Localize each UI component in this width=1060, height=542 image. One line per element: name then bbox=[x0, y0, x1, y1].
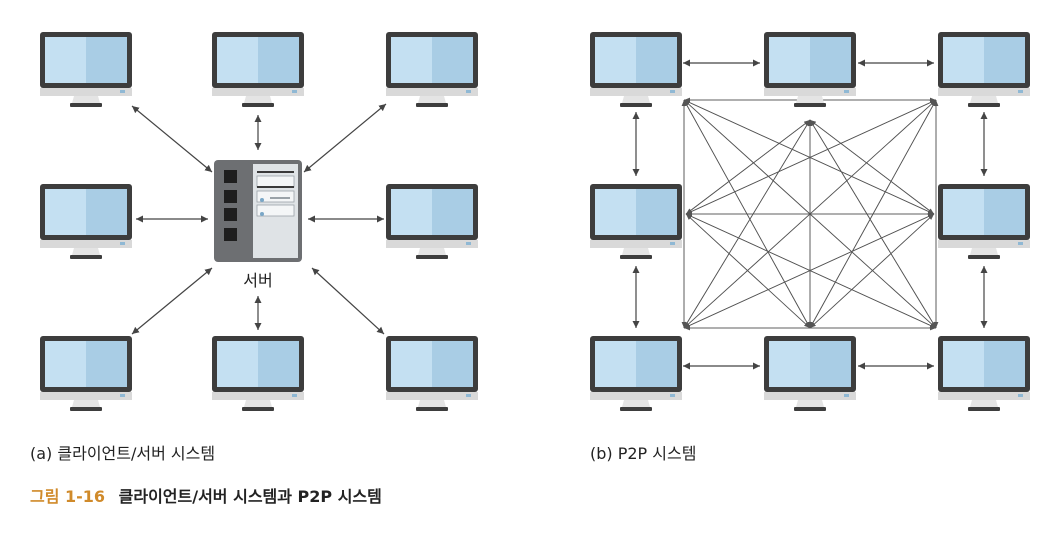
figure-title: 클라이언트/서버 시스템과 P2P 시스템 bbox=[118, 487, 382, 506]
client-monitor-br bbox=[386, 336, 478, 411]
caption-p2p: (b) P2P 시스템 bbox=[590, 444, 697, 463]
figure-number: 그림 1-16 bbox=[30, 487, 106, 506]
peer-monitor-tl bbox=[590, 32, 682, 107]
arrow-client-tl bbox=[131, 105, 213, 173]
p2p-link-br-tc bbox=[809, 119, 937, 329]
arrow-client-bl bbox=[131, 267, 213, 335]
client-monitor-bc bbox=[212, 336, 304, 411]
p2p-link-mr-tc bbox=[809, 119, 935, 215]
p2p-link-mr-tl bbox=[683, 99, 935, 215]
p2p-link-bl-tc bbox=[683, 119, 811, 329]
client-monitor-tl bbox=[40, 32, 132, 107]
client-monitor-bl bbox=[40, 336, 132, 411]
client-monitor-tr bbox=[386, 32, 478, 107]
arrow-client-tr bbox=[303, 103, 387, 173]
server-icon bbox=[214, 160, 302, 262]
server-label: 서버 bbox=[243, 271, 272, 290]
p2p-link-bc-ml bbox=[685, 213, 811, 329]
p2p-link-bc-mr bbox=[809, 213, 935, 329]
p2p-link-ml-tr bbox=[685, 99, 937, 215]
figure-caption: 그림 1-16 클라이언트/서버 시스템과 P2P 시스템 bbox=[30, 483, 382, 507]
client-monitor-mr bbox=[386, 184, 478, 259]
p2p-link-bl-mr bbox=[683, 213, 935, 329]
peer-monitor-bl bbox=[590, 336, 682, 411]
client-monitor-tc bbox=[212, 32, 304, 107]
peer-monitor-tr bbox=[938, 32, 1030, 107]
client-monitor-ml bbox=[40, 184, 132, 259]
peer-monitor-ml bbox=[590, 184, 682, 259]
p2p-link-br-ml bbox=[685, 213, 937, 329]
caption-client-server: (a) 클라이언트/서버 시스템 bbox=[30, 444, 216, 463]
peer-monitor-bc bbox=[764, 336, 856, 411]
peer-monitor-mr bbox=[938, 184, 1030, 259]
arrow-client-br bbox=[311, 267, 385, 335]
peer-monitor-br bbox=[938, 336, 1030, 411]
p2p-link-ml-tc bbox=[685, 119, 811, 215]
network-diagrams: 서버 bbox=[40, 32, 1030, 411]
peer-monitor-tc bbox=[764, 32, 856, 107]
